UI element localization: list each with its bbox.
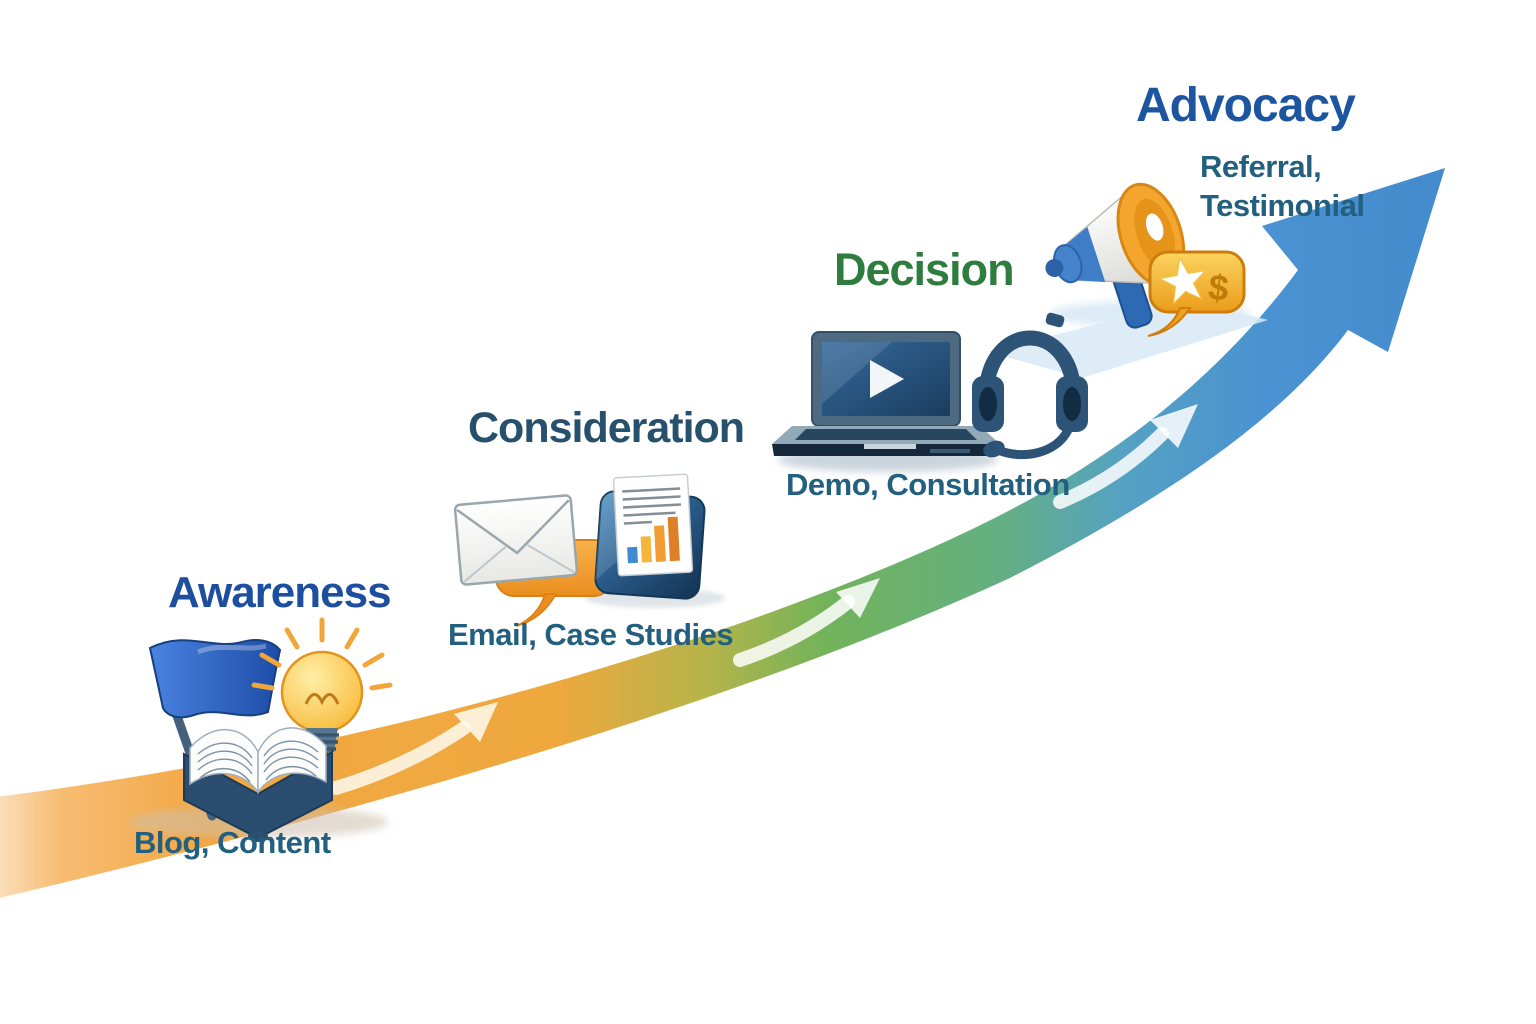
play-button xyxy=(870,360,904,398)
document-text-lines xyxy=(622,487,682,525)
bulb-filament xyxy=(304,693,340,706)
laptop-port xyxy=(930,449,970,453)
open-book-icon xyxy=(183,727,333,842)
megaphone-bell-hole xyxy=(1145,213,1164,241)
laptop-video-icon xyxy=(772,331,1000,456)
star xyxy=(1158,256,1207,305)
bulb-rays xyxy=(251,617,393,691)
headset-band xyxy=(978,330,1082,406)
stage-title-awareness: Awareness xyxy=(168,568,392,617)
envelope-icon xyxy=(453,494,579,586)
headset-mic xyxy=(983,440,1005,458)
bubble-tail xyxy=(515,593,558,627)
dollar-sign: $ xyxy=(1206,266,1230,309)
envelope-flap xyxy=(456,499,570,555)
headset-right-cushion xyxy=(1063,387,1081,421)
stage-title-advocacy: Advocacy xyxy=(1136,79,1356,132)
document-page xyxy=(612,473,694,577)
laptop-touchpad xyxy=(864,444,916,449)
stage-title-consideration: Consideration xyxy=(468,404,745,452)
flag-fold-highlight xyxy=(197,643,267,655)
book-spine xyxy=(248,830,268,842)
book-right-pages xyxy=(257,727,327,795)
headset-knob xyxy=(1045,312,1065,328)
bulb-glass xyxy=(280,650,364,734)
stage-tactics-advocacy: Referral, Testimonial xyxy=(1200,149,1365,223)
stage-tactics-awareness: Blog, Content xyxy=(134,825,331,860)
flag-banner xyxy=(148,639,282,719)
laptop-screen-sheen xyxy=(822,342,892,404)
laptop-keyboard xyxy=(795,429,977,440)
headset-mic-boom xyxy=(993,425,1073,460)
headset-left-cushion xyxy=(979,387,997,421)
gold-bubble-tail xyxy=(1147,307,1192,337)
chevron-arrow-awareness xyxy=(329,702,498,795)
book-text-lines xyxy=(197,740,319,783)
gold-bubble-body xyxy=(1148,250,1246,314)
envelope-folds xyxy=(463,544,575,583)
headset-icon xyxy=(972,312,1088,460)
star-dollar-bubble-icon: $ xyxy=(1147,250,1246,337)
report-document-icon xyxy=(594,473,706,600)
envelope-body xyxy=(453,494,579,586)
stage-title-decision: Decision xyxy=(834,244,1015,295)
chevron-arrow-consideration xyxy=(733,578,880,667)
stage-tactics-consideration: Email, Case Studies xyxy=(448,617,734,652)
megaphone-knob xyxy=(1045,259,1064,278)
chevron-arrow-decision xyxy=(1053,404,1198,509)
document-bar-chart xyxy=(627,516,680,564)
stage-tactics-decision: Demo, Consultation xyxy=(786,467,1070,502)
